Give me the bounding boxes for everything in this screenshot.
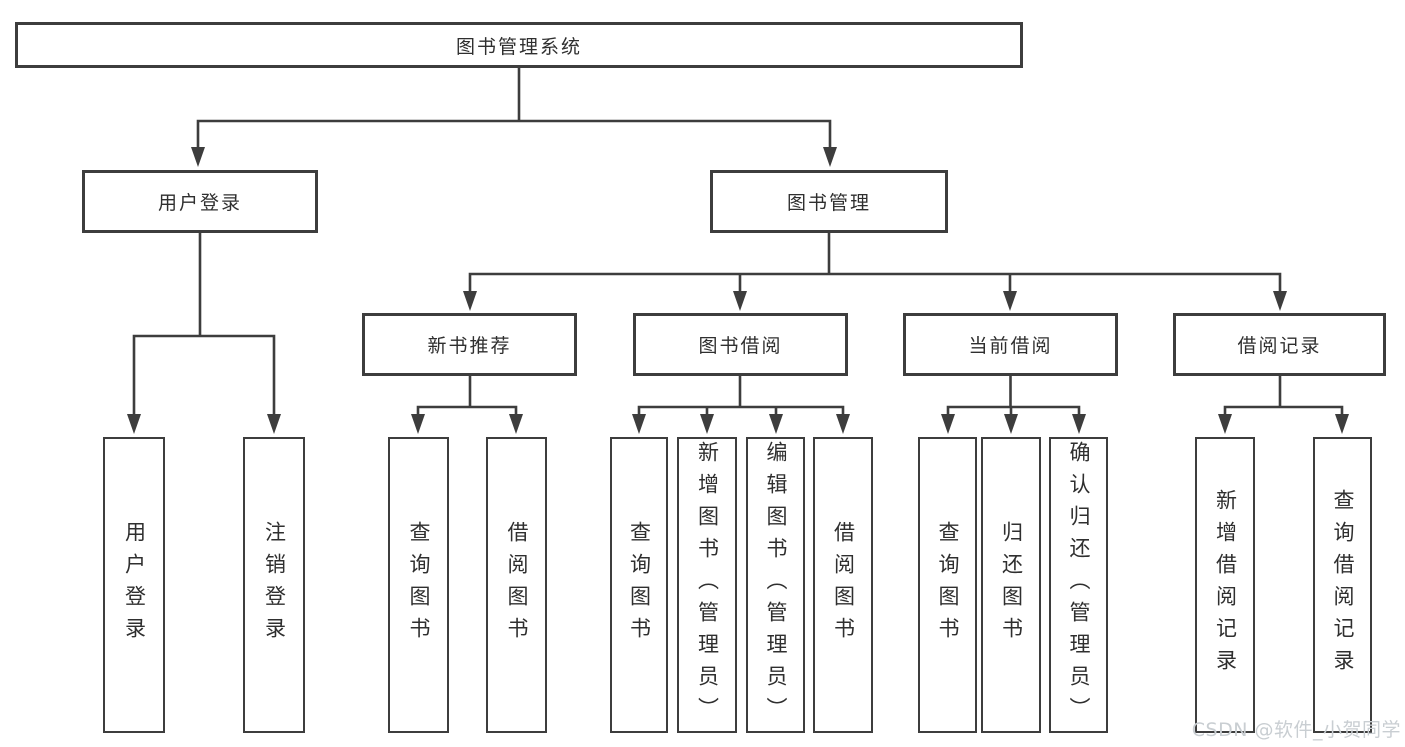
leaf-query-books-recommend-label: 查询图书: [407, 521, 431, 649]
leaf-borrow-books-recommend-label: 借阅图书: [505, 521, 529, 649]
leaf-confirm-return-admin: 确认归还（管理员）: [1049, 437, 1108, 733]
node-current-borrow: 当前借阅: [903, 313, 1118, 376]
leaf-borrow-books-label: 借阅图书: [831, 521, 856, 649]
leaf-edit-books-admin: 编辑图书（管理员）: [746, 437, 805, 733]
node-user-login: 用户登录: [82, 170, 318, 233]
leaf-add-borrow-record-label: 新增借阅记录: [1213, 489, 1238, 681]
leaf-query-borrow-record-label: 查询借阅记录: [1331, 489, 1355, 681]
leaf-borrow-books: 借阅图书: [813, 437, 873, 733]
leaf-query-books-current: 查询图书: [918, 437, 977, 733]
leaf-add-borrow-record: 新增借阅记录: [1195, 437, 1255, 733]
node-root-library-system: 图书管理系统: [15, 22, 1023, 68]
leaf-edit-books-admin-label: 编辑图书（管理员）: [764, 441, 788, 729]
leaf-query-books-borrow: 查询图书: [610, 437, 668, 733]
csdn-watermark: CSDN @软件_小贺同学: [1191, 719, 1401, 741]
node-borrow-records: 借阅记录: [1173, 313, 1386, 376]
leaf-add-books-admin-label: 新增图书（管理员）: [695, 441, 720, 729]
leaf-user-login: 用户登录: [103, 437, 165, 733]
leaf-logout: 注销登录: [243, 437, 305, 733]
leaf-query-books-recommend: 查询图书: [388, 437, 449, 733]
leaf-add-books-admin: 新增图书（管理员）: [677, 437, 737, 733]
leaf-borrow-books-recommend: 借阅图书: [486, 437, 547, 733]
node-book-borrow: 图书借阅: [633, 313, 848, 376]
node-book-management: 图书管理: [710, 170, 948, 233]
leaf-query-books-borrow-label: 查询图书: [627, 521, 652, 649]
leaf-user-login-label: 用户登录: [122, 521, 147, 649]
leaf-confirm-return-admin-label: 确认归还（管理员）: [1067, 441, 1091, 729]
leaf-logout-label: 注销登录: [262, 521, 287, 649]
node-new-book-recommend: 新书推荐: [362, 313, 577, 376]
leaf-query-borrow-record: 查询借阅记录: [1313, 437, 1372, 733]
leaf-return-books: 归还图书: [981, 437, 1041, 733]
leaf-query-books-current-label: 查询图书: [936, 521, 960, 649]
leaf-return-books-label: 归还图书: [999, 521, 1024, 649]
arrowheads: [127, 147, 1349, 434]
